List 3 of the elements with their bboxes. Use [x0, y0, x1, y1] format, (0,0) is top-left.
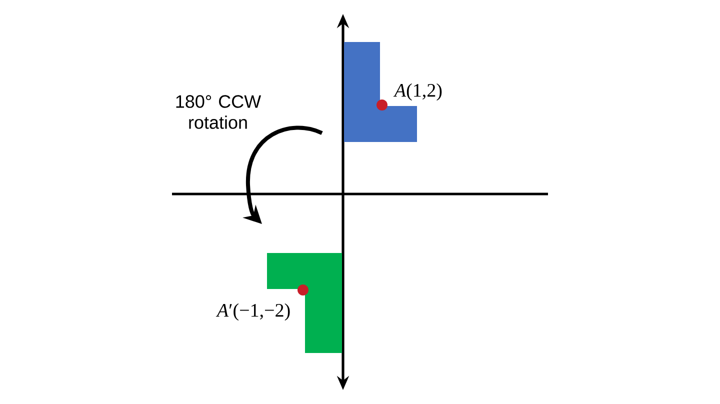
rotation-label: 180° CCW rotation	[176, 95, 262, 129]
point-label: A′(−1,−2)	[216, 303, 290, 321]
point-label: A(1,2)	[393, 83, 442, 101]
